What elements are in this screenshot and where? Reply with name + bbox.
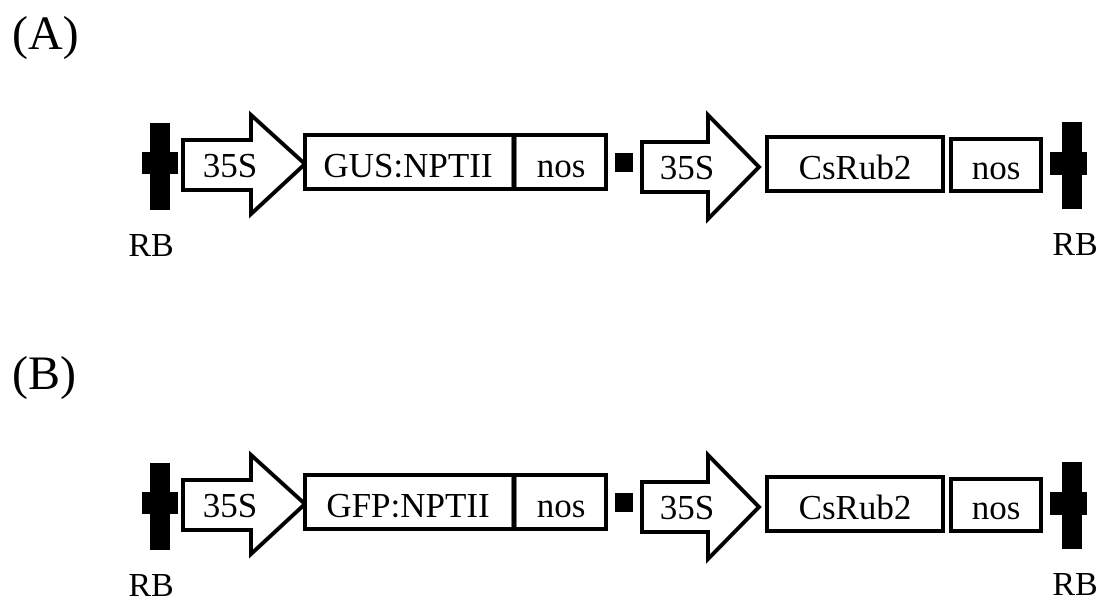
- terminator-box-2-b: [949, 477, 1043, 533]
- border-label-left-a: RB: [128, 227, 173, 264]
- construct-panel-b: (B) RB 35S GFP:NPTII nos 35S CsRub2 nos …: [12, 347, 1098, 604]
- terminator-label-1-a: nos: [537, 146, 586, 185]
- border-bar-cross-icon: [1050, 492, 1087, 515]
- promoter-label-2-a: 35S: [660, 148, 714, 187]
- promoter-arrow-icon-2-a: [640, 110, 762, 224]
- gene-label-2-a: CsRub2: [799, 148, 912, 187]
- terminator-label-2-a: nos: [972, 148, 1021, 187]
- border-label-left-b: RB: [128, 567, 173, 604]
- border-label-right-a: RB: [1052, 226, 1097, 263]
- gene-label-1-a: GUS:NPTII: [323, 146, 492, 185]
- t-dna-border-marker-right-a: [1050, 122, 1087, 209]
- promoter-label-1-a: 35S: [203, 146, 257, 185]
- gene-box-2-b: [765, 475, 945, 533]
- gene-label-1-b: GFP:NPTII: [326, 486, 489, 525]
- border-bar-cross-icon: [1050, 152, 1087, 175]
- panel-b-label: (B): [12, 347, 76, 400]
- terminator-box-2-a: [949, 137, 1043, 193]
- panel-a-label: (A): [12, 7, 79, 60]
- promoter-arrow-icon-2-b: [640, 450, 762, 564]
- promoter-label-2-b: 35S: [660, 488, 714, 527]
- gene-label-2-b: CsRub2: [799, 488, 912, 527]
- construct-panel-a: (A) RB 35S GUS:NPTII nos 35S CsRub2 nos …: [12, 7, 1098, 264]
- terminator-label-1-b: nos: [537, 486, 586, 525]
- terminator-label-2-b: nos: [972, 488, 1021, 527]
- promoter-label-1-b: 35S: [203, 486, 257, 525]
- t-dna-border-marker-left-b: [142, 463, 178, 550]
- border-bar-cross-icon: [142, 492, 178, 514]
- promoter-arrow-icon-1-b: [181, 450, 308, 559]
- promoter-arrow-icon-1-a: [181, 110, 308, 219]
- gene-terminator-box-1-b: [303, 473, 608, 531]
- border-label-right-b: RB: [1052, 566, 1097, 603]
- border-bar-cross-icon: [142, 152, 178, 174]
- spacer-square-icon-a: [615, 153, 633, 172]
- gene-box-2-a: [765, 135, 945, 193]
- t-dna-border-marker-right-b: [1050, 462, 1087, 549]
- gene-terminator-box-1-a: [303, 133, 608, 191]
- spacer-square-icon-b: [615, 493, 633, 512]
- t-dna-border-marker-left-a: [142, 123, 178, 210]
